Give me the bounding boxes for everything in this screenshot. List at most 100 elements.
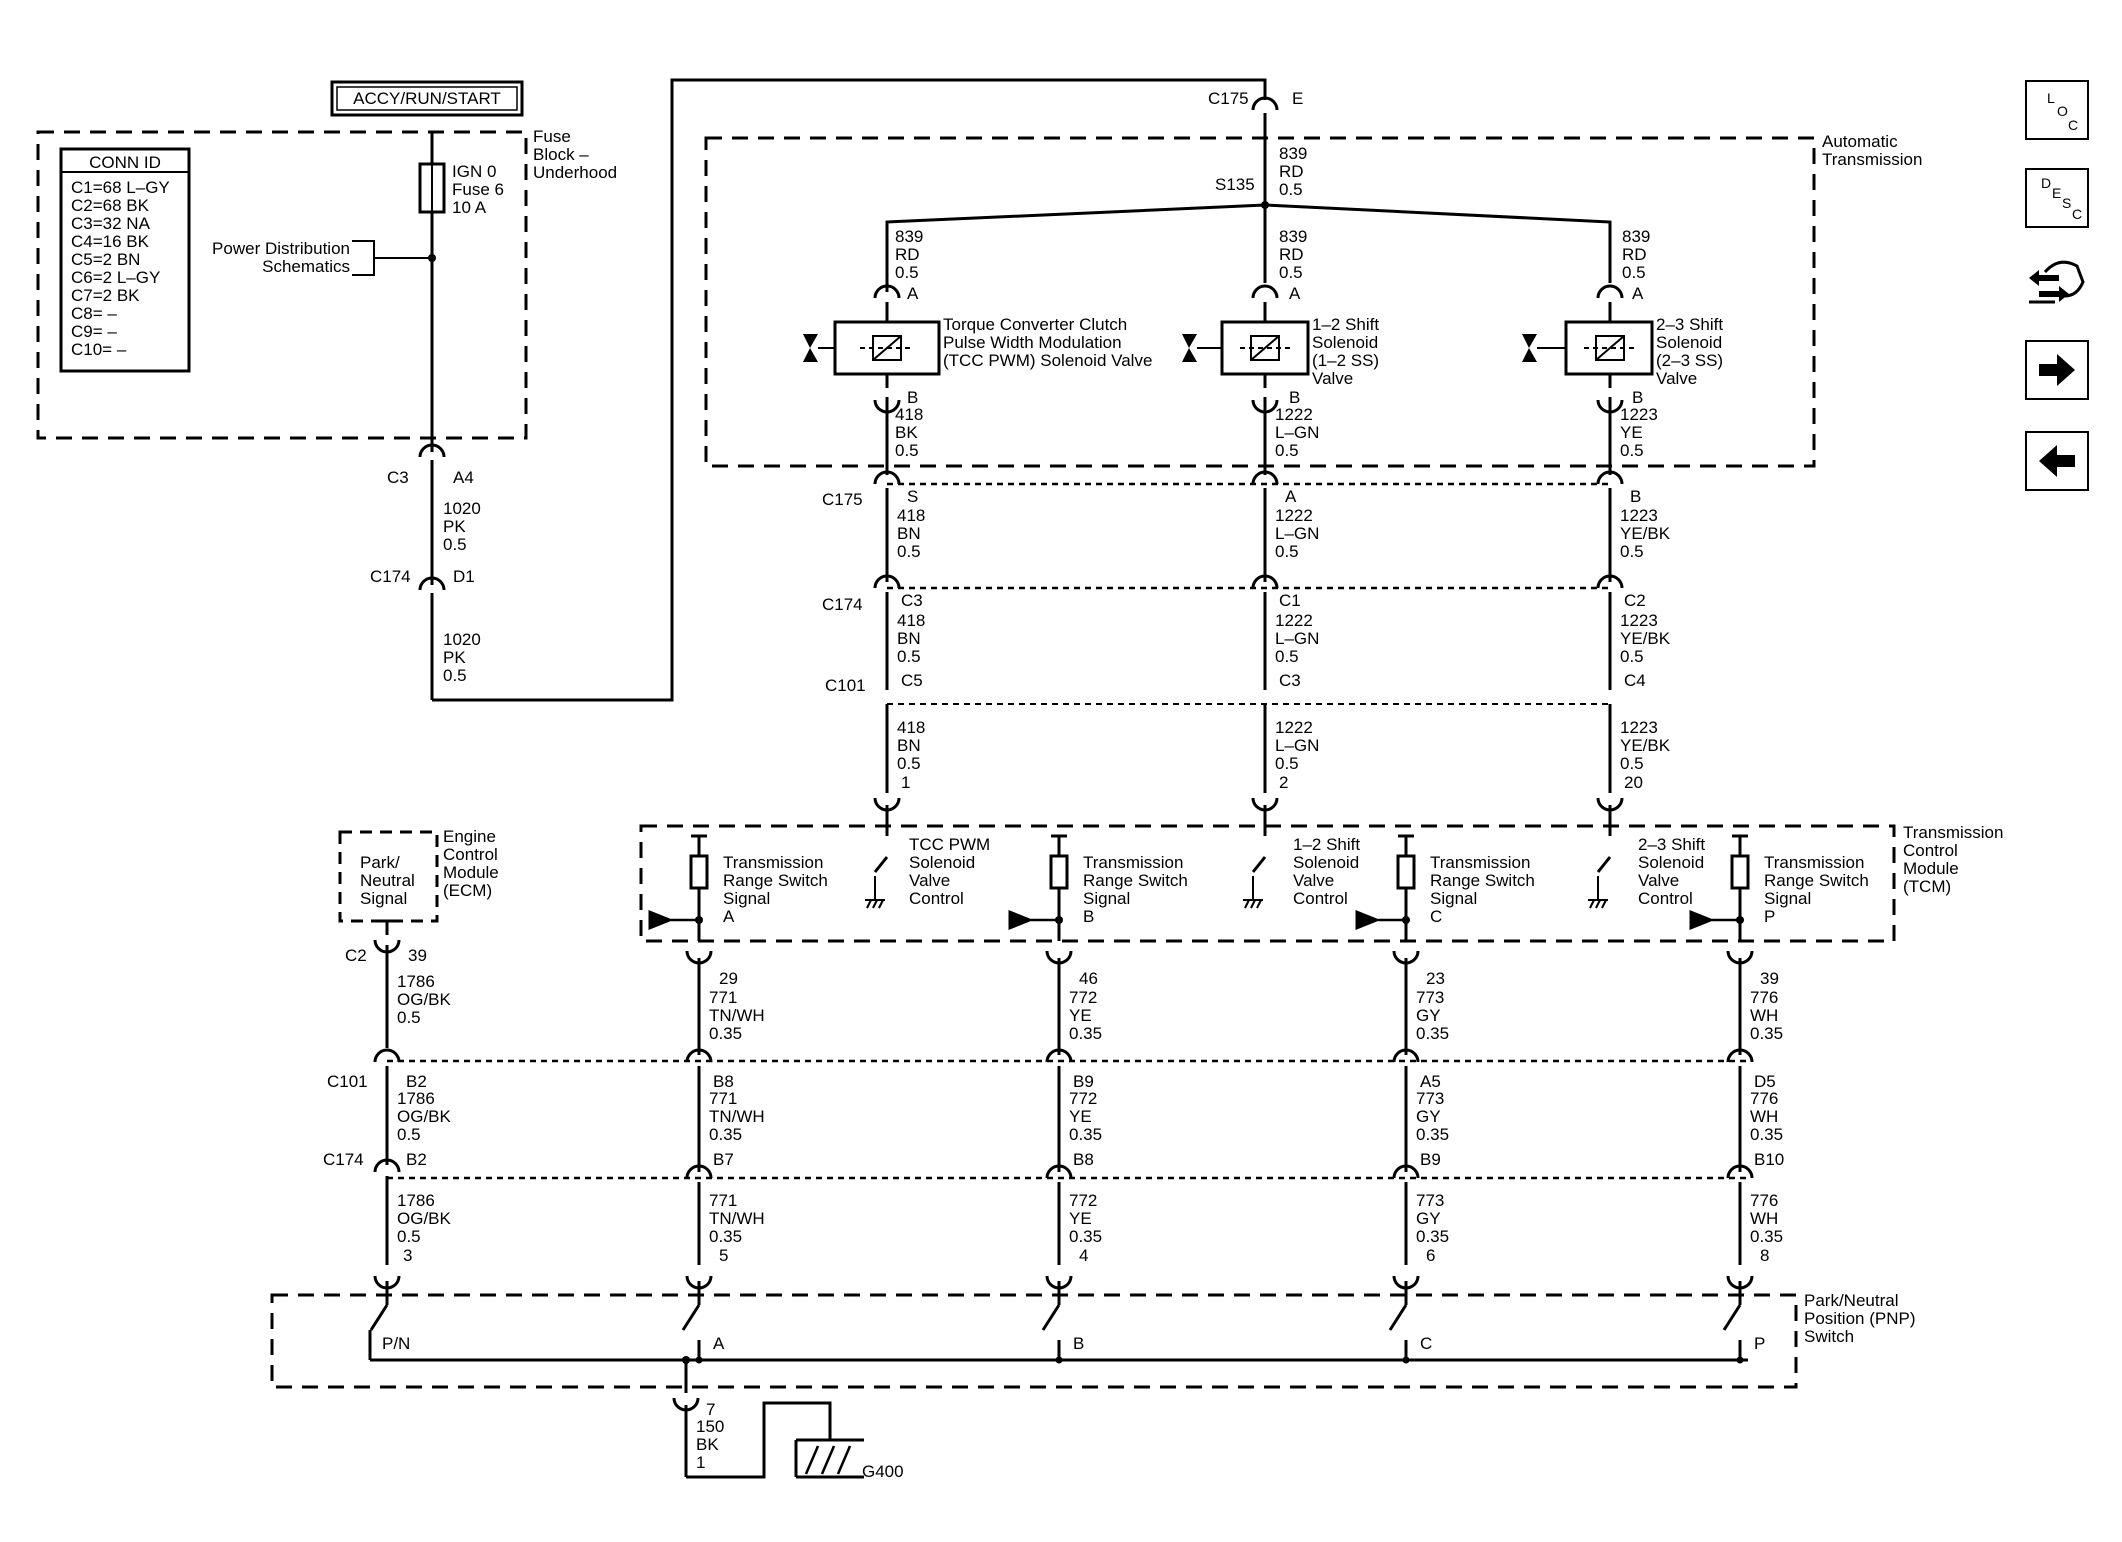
svg-text:(2–3 SS): (2–3 SS) (1656, 351, 1723, 370)
wire-label: YE/BK (1620, 629, 1671, 648)
chassis-ground (1601, 899, 1607, 909)
svg-text:1786: 1786 (397, 1191, 435, 1210)
svg-text:0.5: 0.5 (1620, 441, 1644, 460)
svg-text:2–3 Shift: 2–3 Shift (1656, 315, 1723, 334)
shift-1-2-solenoid: 839 RD 0.5 A B 1222 L–GN 0.5 1–2 Shift S… (1182, 227, 1379, 475)
wire-label: 0.35 (1416, 1125, 1449, 1144)
contact-label: A (713, 1334, 725, 1353)
svg-text:C1=68 L–GY: C1=68 L–GY (71, 178, 170, 197)
wire-label: 0.35 (1750, 1125, 1783, 1144)
wire-label: TN/WH (709, 1107, 765, 1126)
pnp-contact-3: B (1041, 1304, 1084, 1364)
connector-view-button[interactable] (2025, 252, 2089, 312)
svg-text:B: B (1632, 388, 1643, 407)
pnp-switch-title: Park/Neutral Position (PNP) Switch (1804, 1291, 1915, 1346)
wire-label: YE (1069, 1107, 1092, 1126)
svg-text:RD: RD (1622, 245, 1647, 264)
svg-text:Power Distribution: Power Distribution (212, 239, 350, 258)
pin-label: B9 (1420, 1150, 1441, 1169)
svg-text:0.5: 0.5 (397, 1008, 421, 1027)
wire-label: 20 (1624, 773, 1643, 792)
previous-button[interactable] (2025, 431, 2089, 491)
range-signal-label: Signal (1083, 889, 1130, 908)
svg-text:B: B (1289, 388, 1300, 407)
svg-text:839: 839 (895, 227, 923, 246)
svg-text:PK: PK (443, 517, 466, 536)
svg-text:Valve: Valve (1656, 369, 1697, 388)
svg-text:C174: C174 (370, 567, 411, 586)
wire-label: 1222 (1275, 718, 1313, 737)
wire-label: BN (897, 524, 921, 543)
svg-text:(TCC PWM) Solenoid Valve: (TCC PWM) Solenoid Valve (943, 351, 1152, 370)
arrow-left-icon (2039, 445, 2075, 477)
transmission-feed: C175 E 839 RD 0.5 S135 (885, 89, 1612, 283)
ground-circuit: 7 150 BK 1 G400 (672, 1360, 904, 1481)
pull-up-resistor (1730, 854, 1750, 890)
wire-label: 771 (709, 1191, 737, 1210)
svg-text:C6=2 L–GY: C6=2 L–GY (71, 268, 160, 287)
svg-text:Torque Converter Clutch: Torque Converter Clutch (943, 315, 1127, 334)
fuse-block-title: Fuse Block – Underhood (533, 127, 617, 182)
svg-text:Control: Control (1903, 841, 1958, 860)
wire-label: 1223 (1620, 718, 1658, 737)
range-letter: C (1430, 907, 1442, 926)
next-button[interactable] (2025, 340, 2089, 400)
wire-label: 0.35 (1416, 1227, 1449, 1246)
desc-button[interactable]: D E S C (2025, 168, 2089, 228)
pnp-contact-1: P/N (368, 1304, 410, 1360)
svg-text:0.5: 0.5 (1279, 263, 1303, 282)
svg-text:BK: BK (895, 423, 918, 442)
pin-label: C3 (1279, 671, 1301, 690)
wire-label: 0.35 (1750, 1024, 1783, 1043)
range-signal-label: Signal (723, 889, 770, 908)
wire-label: YE (1069, 1006, 1092, 1025)
svg-text:E: E (1292, 89, 1303, 108)
connector-female (1726, 1048, 1754, 1063)
range-signal-label: Signal (1764, 889, 1811, 908)
svg-text:0.5: 0.5 (397, 1125, 421, 1144)
svg-text:S135: S135 (1215, 175, 1255, 194)
switch-blade (1041, 1304, 1061, 1331)
switch-blade (1596, 856, 1612, 873)
wire-label: YE (1069, 1209, 1092, 1228)
contact-dot (1736, 1356, 1744, 1364)
control-label: Solenoid (909, 853, 975, 872)
svg-text:(TCM): (TCM) (1903, 877, 1951, 896)
svg-text:1020: 1020 (443, 499, 481, 518)
svg-text:CONN ID: CONN ID (89, 153, 161, 172)
svg-text:C3=32 NA: C3=32 NA (71, 214, 151, 233)
loc-button[interactable]: L O C (2025, 80, 2089, 140)
pnp-contact-4: C (1388, 1304, 1432, 1364)
svg-text:3: 3 (403, 1246, 412, 1265)
wire-label: 0.5 (1275, 647, 1299, 666)
pnp-contact-2: A (681, 1304, 725, 1364)
wire-label: 8 (1760, 1246, 1769, 1265)
wire-label: 5 (719, 1246, 728, 1265)
wire-label: 1223 (1620, 506, 1658, 525)
connector-female (1251, 574, 1279, 589)
svg-text:Underhood: Underhood (533, 163, 617, 182)
pin-label: C4 (1624, 671, 1646, 690)
wire-label: WH (1750, 1209, 1778, 1228)
switch-blade (873, 856, 889, 873)
svg-text:Pulse Width Modulation: Pulse Width Modulation (943, 333, 1122, 352)
svg-text:Transmission: Transmission (1822, 150, 1922, 169)
range-signal-label: Range Switch (1764, 871, 1869, 890)
control-label: Control (1293, 889, 1348, 908)
switch-blade (1251, 856, 1267, 873)
svg-text:C175: C175 (1208, 89, 1249, 108)
svg-text:C2=68 BK: C2=68 BK (71, 196, 150, 215)
svg-text:Module: Module (1903, 859, 1959, 878)
wire-label: 6 (1426, 1246, 1435, 1265)
contact-label: P (1754, 1334, 1765, 1353)
wire-label: 0.5 (1275, 542, 1299, 561)
pin-label: 39 (1760, 969, 1779, 988)
chassis-ground (1256, 899, 1262, 909)
